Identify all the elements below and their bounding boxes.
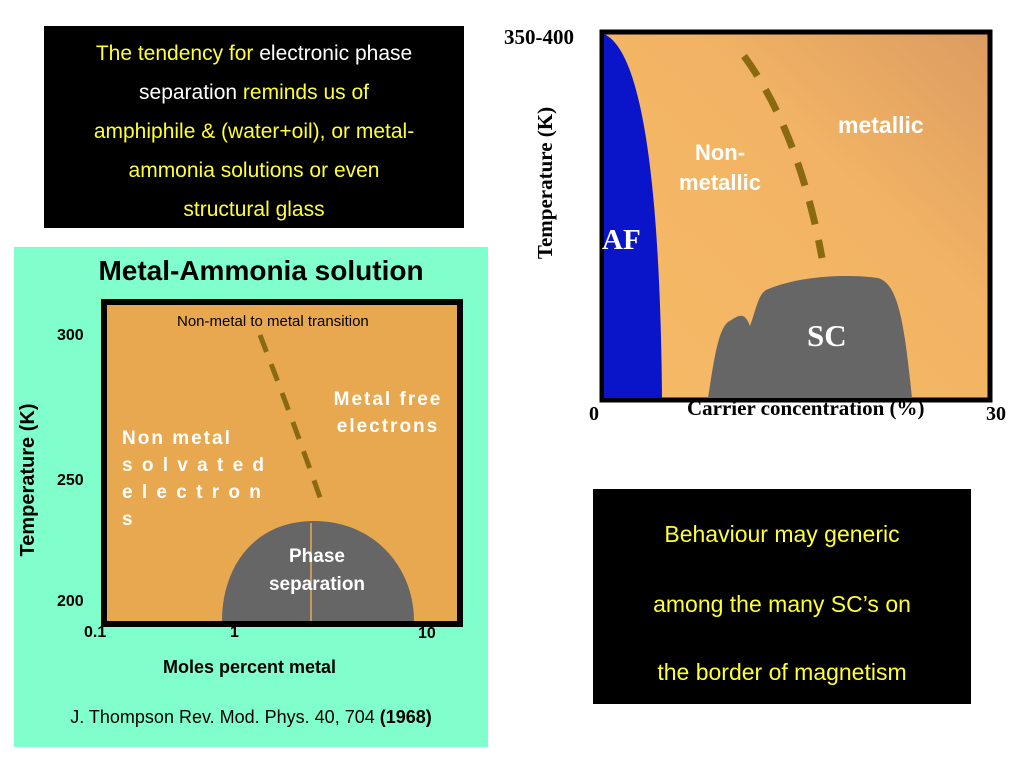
intro-text-box: The tendency for electronic phase separa… [44,26,464,228]
intro-line-2: separation reminds us of [139,81,369,104]
ma-x-tick-0.1: 0.1 [84,624,107,641]
cuprate-diagram-svg [599,29,993,403]
non-metal-line-2: s o l v a t e d [122,455,267,476]
af-region [604,34,662,398]
conclusion-line-1: Behaviour may generic [664,521,900,547]
non-metal-region-label: Non metal s o l v a t e d e l e c t r o … [122,425,272,533]
cuprate-dashed-boundary [741,53,826,259]
cuprate-y-axis-label: Temperature (K) [533,106,557,260]
sc-region [708,275,912,398]
metal-line-1: Metal free [333,389,443,410]
metal-ammonia-diagram-svg [101,299,463,627]
ma-y-axis-label: Temperature (K) [17,403,39,557]
conclusion-line-2: among the many SC’s on [653,591,911,617]
ma-x-tick-10: 10 [418,625,436,642]
cuprate-x-min-label: 0 [589,403,599,425]
metal-region-label: Metal free electrons [318,386,458,440]
conclusion-text-box: Behaviour may generic among the many SC’… [593,489,971,704]
ma-x-axis-label: Moles percent metal [163,657,337,677]
non-metal-line-3: e l e c t r o n s [122,482,263,530]
intro-line-1: The tendency for electronic phase [95,42,413,65]
nonmetallic-label-line-1: Non- [694,140,746,165]
metal-line-2: electrons [336,416,440,437]
cuprate-x-axis-label: Carrier concentration (%) [687,396,925,420]
citation-text: J. Thompson Rev. Mod. Phys. 40, 704 [70,707,380,727]
ma-y-tick-250: 250 [57,472,84,489]
nonmetallic-label-line-2: metallic [679,170,761,195]
phase-sep-line-2: separation [268,574,366,595]
af-label: AF [602,224,641,256]
phase-separation-label: Phase separation [242,543,392,599]
cuprate-y-max-label: 350-400 [504,25,574,49]
metallic-label: metallic [838,112,924,138]
phase-sep-line-1: Phase [289,546,345,567]
metal-ammonia-dashed-boundary [257,334,327,510]
ma-x-tick-1: 1 [230,624,239,641]
citation: J. Thompson Rev. Mod. Phys. 40, 704 (196… [14,707,488,728]
intro-line-4: ammonia solutions or even [128,159,380,182]
citation-year: (1968) [379,707,432,727]
nonmetallic-label: Non- metallic [660,138,780,198]
intro-line-5: structural glass [183,198,325,221]
ma-y-tick-300: 300 [57,327,84,344]
phase-separation-dome [222,521,414,621]
non-metal-line-1: Non metal [122,428,232,449]
cuprate-phase-diagram: 350-400 Temperature (K) 0 30 Carrier con… [500,20,1020,440]
intro-line-3: amphiphile & (water+oil), or metal- [93,120,415,143]
ma-y-tick-200: 200 [57,593,84,610]
metal-ammonia-title: Metal-Ammonia solution [98,255,424,286]
cuprate-x-max-label: 30 [986,403,1006,425]
transition-annotation: Non-metal to metal transition [177,313,369,330]
metal-ammonia-panel: Metal-Ammonia solution Non-metal to meta… [14,247,488,747]
conclusion-line-3: the border of magnetism [657,659,907,685]
sc-label: SC [807,318,847,353]
